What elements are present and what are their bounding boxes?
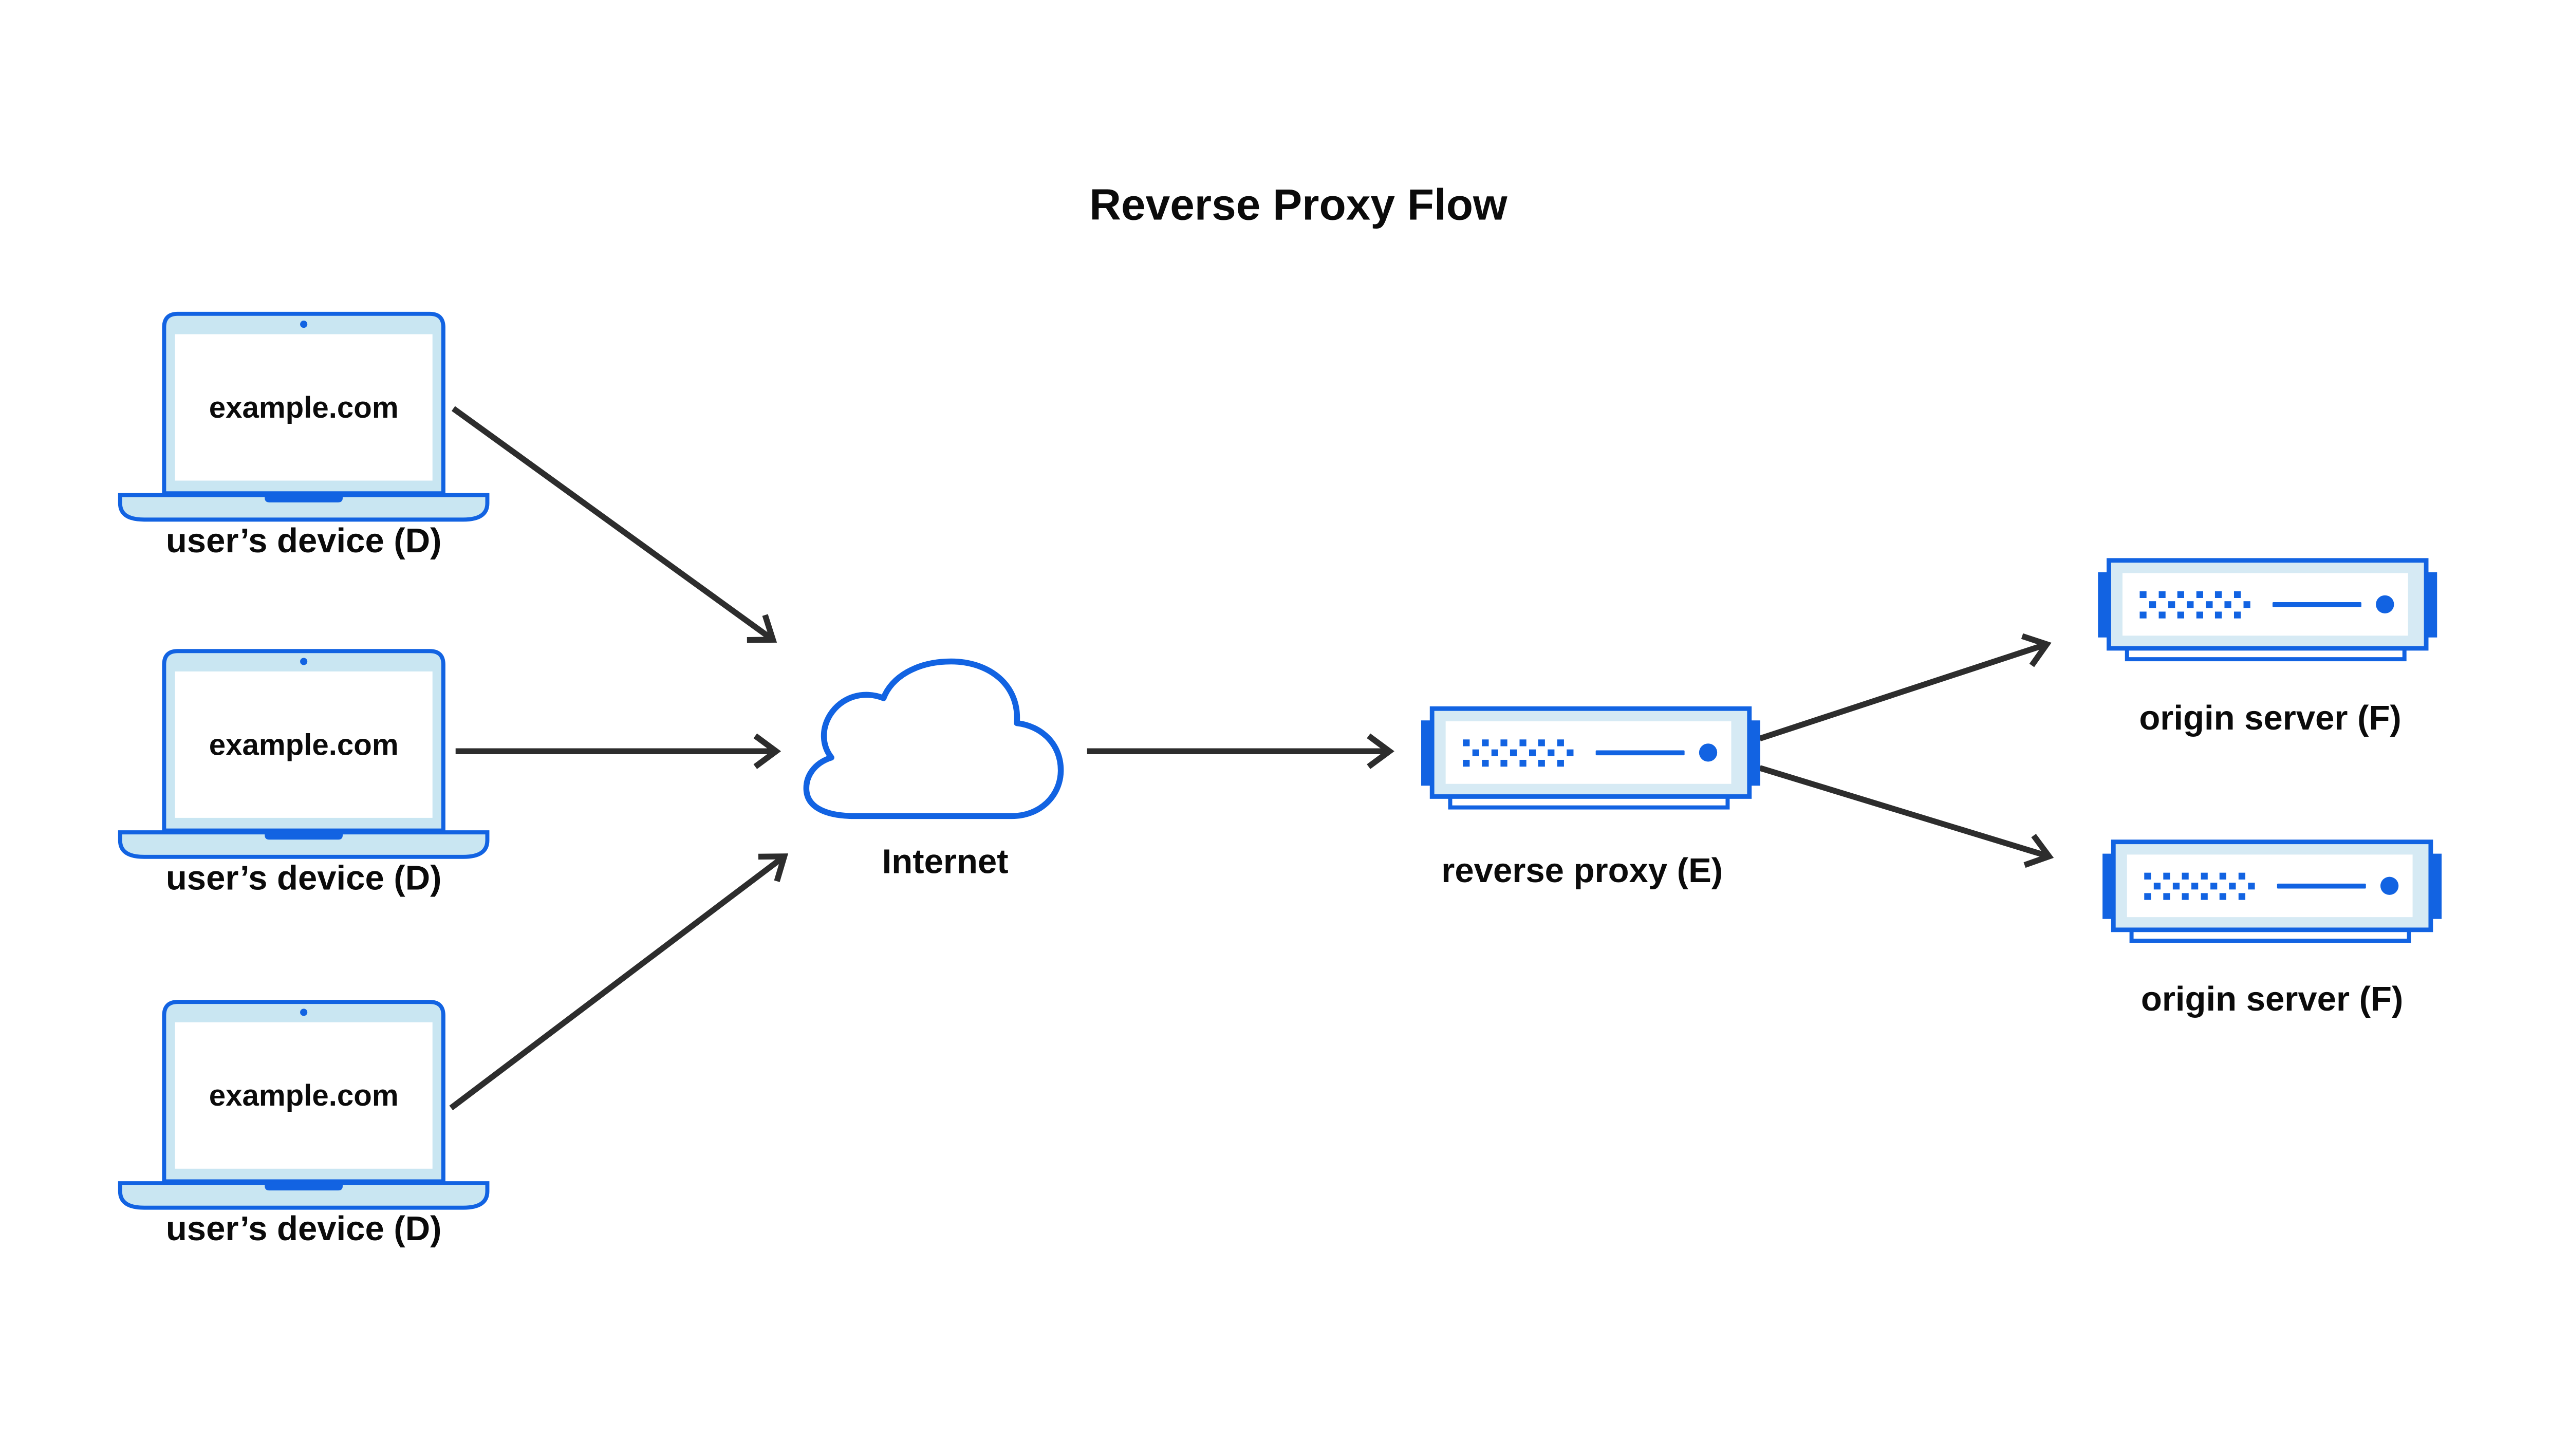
device-screen-url: example.com <box>209 391 399 424</box>
origin-server-label: origin server (F) <box>2139 699 2401 737</box>
flow-arrows <box>449 406 2054 1110</box>
cloud-icon <box>803 658 1064 819</box>
user-device-2: example.com user’s device (D) <box>120 651 488 897</box>
origin-server-label: origin server (F) <box>2141 980 2403 1018</box>
arrow-device3-to-internet <box>449 853 789 1110</box>
origin-server-1: origin server (F) <box>2098 561 2437 737</box>
device-label: user’s device (D) <box>166 858 442 897</box>
server-icon <box>2098 561 2437 659</box>
server-icon <box>1421 708 1760 807</box>
internet-label: Internet <box>882 842 1009 881</box>
device-screen-url: example.com <box>209 728 399 761</box>
user-device-3: example.com user’s device (D) <box>120 1002 488 1248</box>
device-screen-url: example.com <box>209 1079 399 1112</box>
arrow-proxy-to-origin2 <box>1759 765 2054 868</box>
device-label: user’s device (D) <box>166 521 442 560</box>
user-device-1: example.com user’s device (D) <box>120 314 488 560</box>
reverse-proxy-label: reverse proxy (E) <box>1441 851 1723 890</box>
page-title: Reverse Proxy Flow <box>1089 180 1507 229</box>
server-icon <box>2102 842 2442 940</box>
reverse-proxy-node: reverse proxy (E) <box>1421 708 1760 890</box>
device-label: user’s device (D) <box>166 1209 442 1248</box>
arrow-device1-to-internet <box>451 406 777 643</box>
internet-node: Internet <box>803 658 1064 881</box>
origin-server-2: origin server (F) <box>2102 842 2442 1018</box>
reverse-proxy-flow-diagram: Reverse Proxy Flow example.com user’s de… <box>0 180 2569 1248</box>
arrow-proxy-to-origin1 <box>1759 633 2052 741</box>
